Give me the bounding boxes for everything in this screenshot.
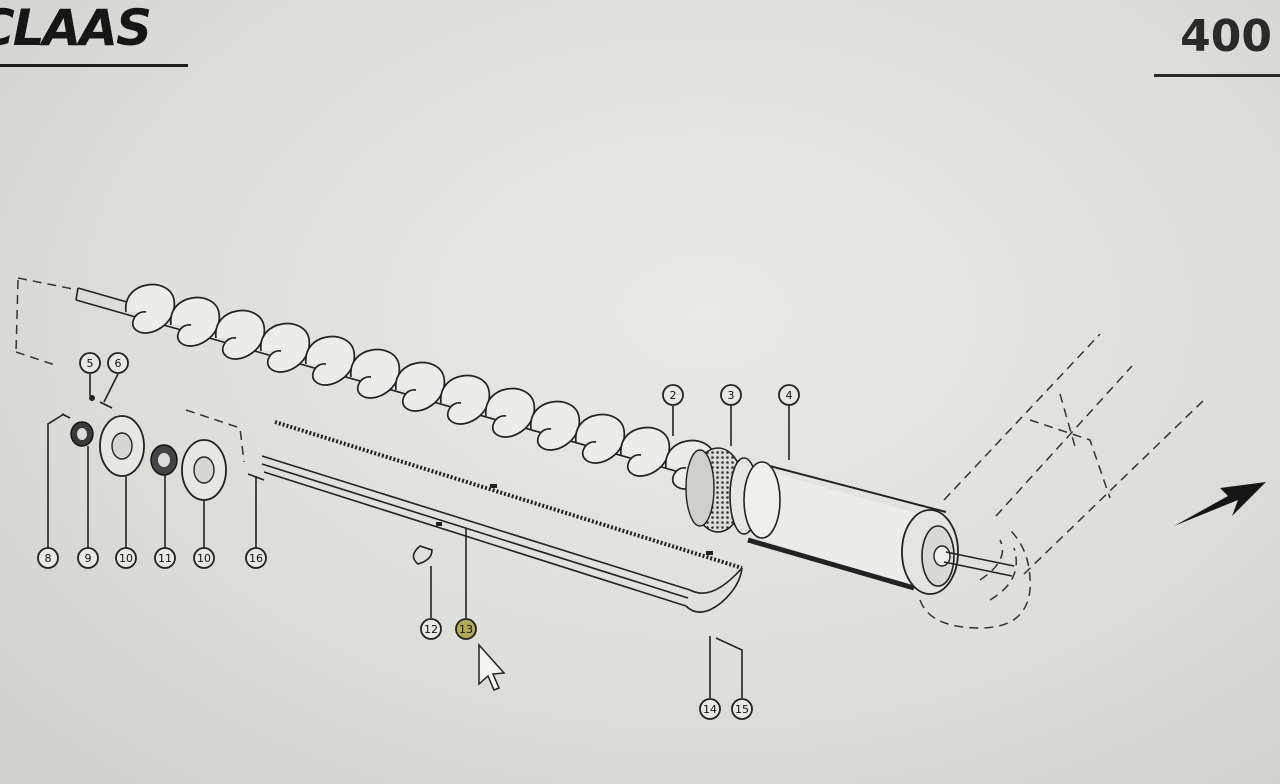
callout-number: 10 xyxy=(197,552,211,565)
callout-number: 3 xyxy=(728,389,735,402)
callout-number: 14 xyxy=(703,703,717,716)
auger-flight-loop xyxy=(530,400,580,451)
callout-15[interactable]: 15 xyxy=(731,698,753,720)
auger-flights xyxy=(125,283,715,490)
callout-number: 6 xyxy=(115,357,122,370)
callout-circle xyxy=(455,618,477,640)
callout-11[interactable]: 11 xyxy=(154,547,176,569)
callout-13-highlighted[interactable]: 13 xyxy=(455,618,477,640)
logo-underline xyxy=(0,64,188,67)
callout-circle xyxy=(77,547,99,569)
callout-circle xyxy=(115,547,137,569)
callout-circle xyxy=(662,384,684,406)
callout-number: 16 xyxy=(249,552,263,565)
callout-circle xyxy=(731,698,753,720)
auger-flight-loop xyxy=(125,283,175,334)
callout-labels: 2 3 4 5 6 8 9 10 11 10 16 12 13 14 15 xyxy=(37,352,800,720)
auger-flight-loop xyxy=(170,296,220,347)
callout-number: 12 xyxy=(424,623,438,636)
callout-4[interactable]: 4 xyxy=(778,384,800,406)
auger-flight-loop xyxy=(215,309,265,360)
auger-trough xyxy=(261,420,743,613)
callout-circle xyxy=(79,352,101,374)
callout-number: 11 xyxy=(158,552,172,565)
callout-circle xyxy=(699,698,721,720)
callout-circle xyxy=(778,384,800,406)
callout-14[interactable]: 14 xyxy=(699,698,721,720)
callout-16[interactable]: 16 xyxy=(245,547,267,569)
callout-number: 15 xyxy=(735,703,749,716)
callout-number: 13 xyxy=(459,623,473,636)
auger-flight-loop xyxy=(620,426,670,477)
arrow-up-right-icon xyxy=(1174,482,1266,526)
callout-number: 9 xyxy=(85,552,92,565)
callout-9[interactable]: 9 xyxy=(77,547,99,569)
callout-number: 8 xyxy=(45,552,52,565)
callout-5[interactable]: 5 xyxy=(79,352,101,374)
callout-circle xyxy=(193,547,215,569)
callout-number: 5 xyxy=(87,357,94,370)
auger-flight-loop xyxy=(305,335,355,386)
left-dashed-frame xyxy=(15,277,79,367)
callout-8[interactable]: 8 xyxy=(37,547,59,569)
drum-cylinder xyxy=(743,461,1015,595)
mouse-pointer-icon xyxy=(478,643,506,691)
auger-flight-loop xyxy=(350,348,400,399)
callout-circle xyxy=(107,352,129,374)
callout-6[interactable]: 6 xyxy=(107,352,129,374)
callout-circle xyxy=(154,547,176,569)
callout-circle xyxy=(720,384,742,406)
callout-10[interactable]: 10 xyxy=(193,547,215,569)
callout-circle xyxy=(245,547,267,569)
auger-flight-loop xyxy=(395,361,445,412)
callout-leader-lines xyxy=(47,373,790,698)
auger-flight-loop xyxy=(260,322,310,373)
page-number-underline xyxy=(1154,74,1280,77)
page-number: 400 xyxy=(1180,11,1272,62)
machine-dashed-outline xyxy=(919,333,1207,629)
callout-circle xyxy=(420,618,442,640)
callout-circle xyxy=(37,547,59,569)
claas-logo: CLAAS xyxy=(0,2,152,54)
callout-number: 4 xyxy=(786,389,793,402)
auger-flight-loop xyxy=(440,374,490,425)
auger-flight-loop xyxy=(575,413,625,464)
knurled-collar xyxy=(685,447,759,535)
callout-10[interactable]: 10 xyxy=(115,547,137,569)
left-hardware-parts xyxy=(61,395,433,565)
callout-2[interactable]: 2 xyxy=(662,384,684,406)
callout-number: 10 xyxy=(119,552,133,565)
auger-flight-loop xyxy=(485,387,535,438)
callout-number: 2 xyxy=(670,389,677,402)
callout-3[interactable]: 3 xyxy=(720,384,742,406)
callout-12[interactable]: 12 xyxy=(420,618,442,640)
